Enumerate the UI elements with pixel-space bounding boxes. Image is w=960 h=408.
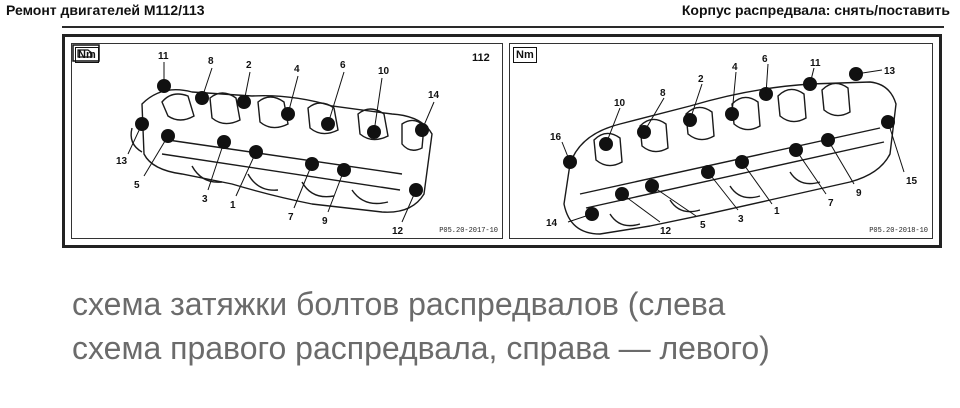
- bolt-label-7: 7: [828, 198, 834, 209]
- torque-symbol: Nm: [513, 47, 537, 63]
- bolt-label-5: 5: [700, 220, 706, 231]
- bolt-label-8: 8: [208, 56, 214, 67]
- bolt-label-11: 11: [158, 51, 169, 62]
- left-camshaft-diagram: 11 8 2 4 6 10 14 13 5 3 1 7 9 12 Nm 112 …: [71, 43, 503, 239]
- bolt-label-2: 2: [698, 74, 704, 85]
- bolt-label-12: 12: [392, 226, 404, 237]
- right-camshaft-diagram: 6 11 13 4 2 8 10 16 15 9 7 1 3 5 12 14 N…: [509, 43, 933, 239]
- bolt-label-6: 6: [762, 54, 768, 65]
- header-divider: [62, 26, 944, 28]
- bolt-label-11: 11: [810, 58, 821, 69]
- bolt-label-13: 13: [884, 66, 896, 77]
- bolt-label-2: 2: [246, 60, 252, 71]
- bolt-label-14: 14: [428, 90, 440, 101]
- bolt-label-4: 4: [294, 64, 300, 75]
- caption-line-1: схема затяжки болтов распредвалов (слева: [72, 286, 726, 322]
- figure-code: P05.20-2017-10: [439, 227, 498, 235]
- bolt-label-13: 13: [116, 156, 128, 167]
- document-title: Ремонт двигателей M112/113: [6, 2, 205, 18]
- bolt-label-15: 15: [906, 176, 918, 187]
- figure-frame: 11 8 2 4 6 10 14 13 5 3 1 7 9 12 Nm 112 …: [62, 34, 942, 248]
- bolt-label-3: 3: [202, 194, 208, 205]
- bolt-label-10: 10: [614, 98, 626, 109]
- bolt-label-16: 16: [550, 132, 562, 143]
- caption-line-2: схема правого распредвала, справа — лево…: [72, 330, 770, 366]
- figure-caption: схема затяжки болтов распредвалов (слева…: [72, 282, 932, 370]
- bolt-label-8: 8: [660, 88, 666, 99]
- bolt-label-10: 10: [378, 66, 390, 77]
- figure-code: P05.20-2018-10: [869, 227, 928, 235]
- bolt-label-12: 12: [660, 226, 672, 237]
- section-title: Корпус распредвала: снять/поставить: [681, 2, 950, 18]
- bolt-label-14: 14: [546, 218, 558, 229]
- left-camshaft-drawing: 11 8 2 4 6 10 14 13 5 3 1 7 9 12: [116, 51, 440, 237]
- bolt-label-1: 1: [230, 200, 236, 211]
- engine-icon: [72, 44, 100, 62]
- bolt-label-7: 7: [288, 212, 294, 223]
- bolt-label-9: 9: [322, 216, 328, 227]
- bolt-label-9: 9: [856, 188, 862, 199]
- reference-number: 112: [472, 52, 490, 64]
- bolt-label-3: 3: [738, 214, 744, 225]
- bolt-label-4: 4: [732, 62, 738, 73]
- bolt-label-5: 5: [134, 180, 140, 191]
- bolt-label-1: 1: [774, 206, 780, 217]
- right-camshaft-drawing: 6 11 13 4 2 8 10 16 15 9 7 1 3 5 12 14: [546, 54, 918, 237]
- bolt-label-6: 6: [340, 60, 346, 71]
